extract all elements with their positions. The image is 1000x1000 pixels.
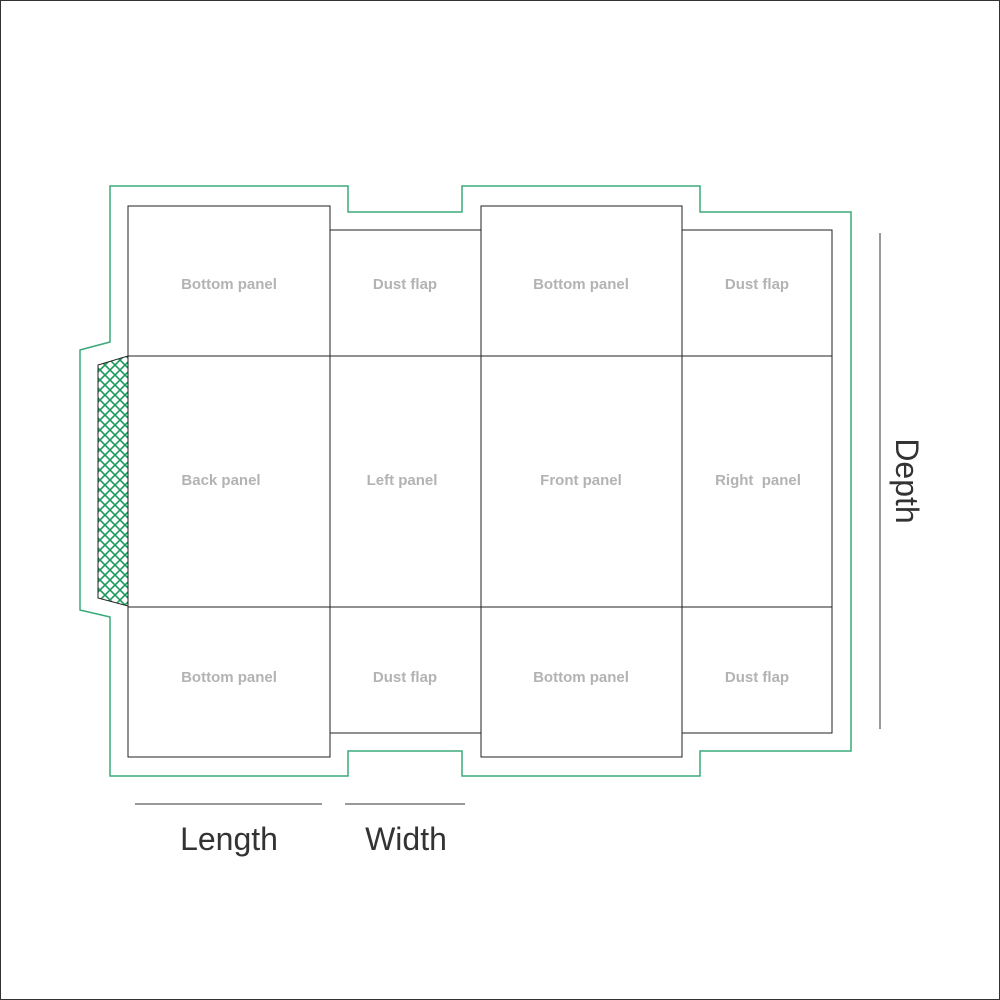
panel-label: Dust flap (373, 669, 437, 686)
panel-label: Bottom panel (181, 669, 277, 686)
width-label: Width (365, 821, 447, 857)
back-panel (127, 355, 331, 608)
panel-label: Back panel (181, 472, 260, 489)
panel-label: Left panel (367, 472, 438, 489)
glue-flap (97, 355, 129, 607)
front-panel (480, 355, 683, 608)
cut-outline (79, 185, 852, 777)
bottom-panel (127, 205, 331, 357)
depth-label: Depth (889, 438, 925, 523)
panel-label: Bottom panel (181, 276, 277, 293)
panel-label: Dust flap (725, 276, 789, 293)
dust-flap (329, 229, 482, 357)
dust-flap (681, 229, 833, 357)
dust-flap (681, 606, 833, 734)
panel-label: Front panel (540, 472, 622, 489)
length-label: Length (180, 821, 278, 857)
bottom-panel (480, 606, 683, 758)
panel-label: Bottom panel (533, 276, 629, 293)
dust-flap (329, 606, 482, 734)
bottom-panel (127, 606, 331, 758)
panel-label: Dust flap (373, 276, 437, 293)
panel-label: Dust flap (725, 669, 789, 686)
panel-label: Bottom panel (533, 669, 629, 686)
right-panel (681, 355, 833, 608)
panel-label: Right panel (715, 472, 801, 489)
